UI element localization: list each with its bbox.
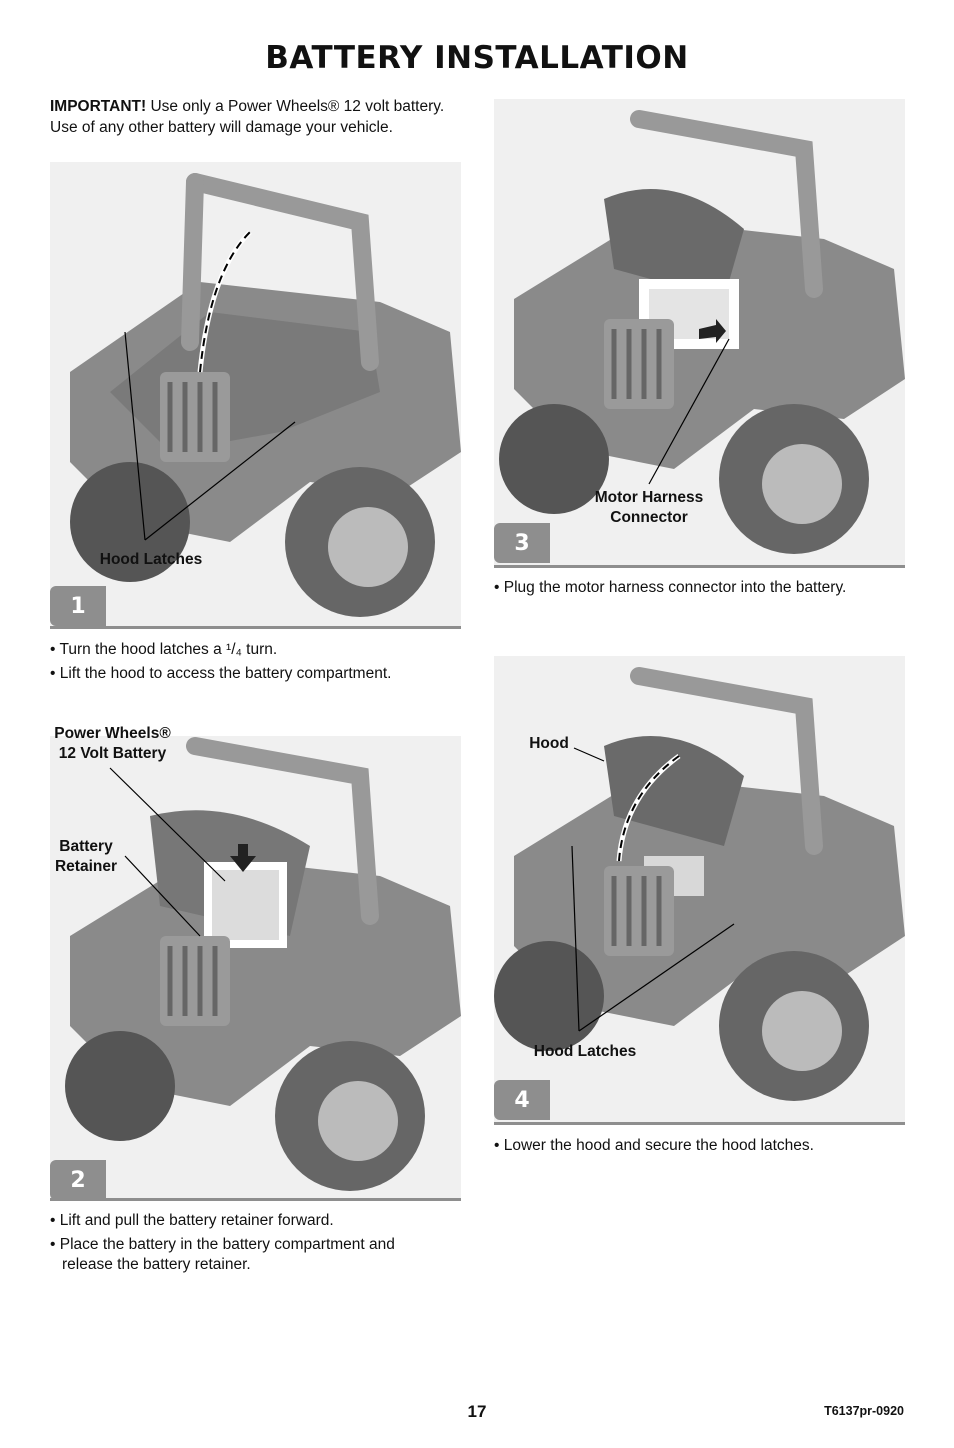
step-4-badge: 4: [494, 1080, 550, 1120]
step-1-illustration: Hood Latches 1: [50, 162, 461, 628]
jeep-battery-insert-illustration: [65, 737, 461, 1191]
step-1-bullet: Lift the hood to access the battery comp…: [50, 664, 461, 684]
step-3-instructions: Plug the motor harness connector into th…: [494, 578, 905, 602]
important-text: Use only a Power Wheels® 12 volt battery…: [50, 98, 445, 136]
jeep-hood-open-illustration: [70, 173, 461, 617]
page-title: BATTERY INSTALLATION: [265, 40, 689, 76]
step-2-illustration: 2: [50, 736, 461, 1200]
step-1-divider: [50, 626, 461, 629]
important-label: IMPORTANT!: [50, 98, 147, 115]
callout-hood-latches-4: Hood Latches: [533, 1043, 637, 1060]
step-4-bullet: Lower the hood and secure the hood latch…: [494, 1136, 905, 1156]
step-1-instructions: Turn the hood latches a ¹/₄ turn. Lift t…: [50, 640, 461, 688]
step-2-badge: 2: [50, 1160, 106, 1200]
important-notice: IMPORTANT! Use only a Power Wheels® 12 v…: [50, 96, 470, 138]
step-3-badge: 3: [494, 523, 550, 563]
step-3-divider: [494, 565, 905, 568]
page-number: 17: [467, 1402, 487, 1421]
document-code: T6137pr-0920: [824, 1404, 904, 1418]
callout-motor-harness-connector: Motor Harness Connector: [594, 489, 704, 526]
jeep-hood-close-illustration: [494, 667, 905, 1101]
step-1-badge: 1: [50, 586, 106, 626]
callout-battery-retainer: Battery Retainer: [54, 838, 118, 875]
step-2-divider: [50, 1198, 461, 1201]
step-4-illustration: Hood Hood Latches 4: [494, 656, 905, 1124]
callout-power-wheels-battery: Power Wheels® 12 Volt Battery: [54, 725, 171, 762]
step-3-illustration: Motor Harness Connector 3: [494, 99, 905, 567]
step-2-instructions: Lift and pull the battery retainer forwa…: [50, 1211, 450, 1279]
callout-hood: Hood: [529, 735, 569, 752]
step-2-bullet: Lift and pull the battery retainer forwa…: [50, 1211, 450, 1231]
callout-hood-latches-1: Hood Latches: [99, 551, 203, 568]
jeep-harness-connect-illustration: [499, 110, 905, 554]
step-1-bullet: Turn the hood latches a ¹/₄ turn.: [50, 640, 461, 660]
step-2-bullet: Place the battery in the battery compart…: [50, 1235, 450, 1275]
step-3-bullet: Plug the motor harness connector into th…: [494, 578, 905, 598]
step-4-instructions: Lower the hood and secure the hood latch…: [494, 1136, 905, 1160]
step-4-divider: [494, 1122, 905, 1125]
